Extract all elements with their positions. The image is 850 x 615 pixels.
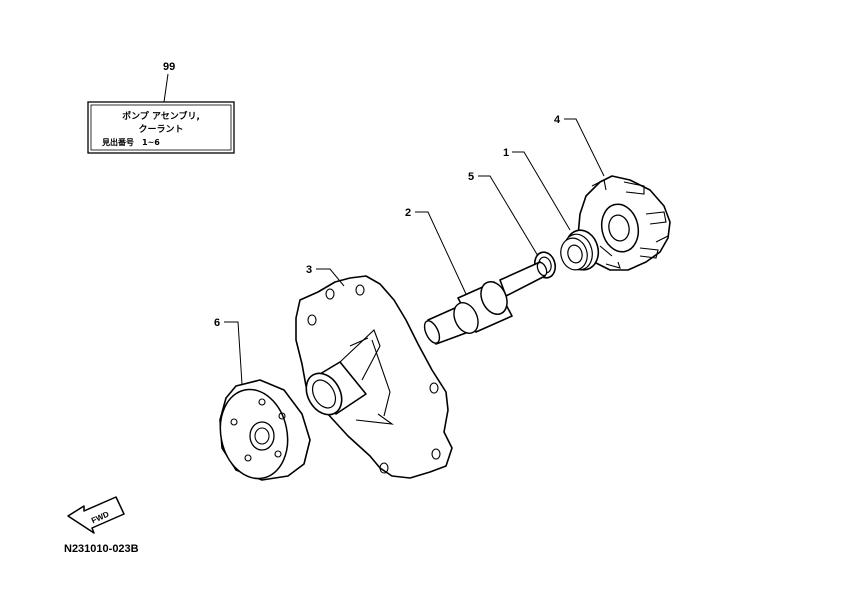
leader-line-3 (316, 268, 345, 287)
callout-5: 5 (468, 171, 474, 183)
diagram-code: N231010-023B (64, 543, 139, 555)
impeller-part-4 (577, 175, 671, 271)
callout-99: 99 (163, 61, 175, 73)
seal-part-1 (560, 229, 600, 271)
housing-part-6 (219, 379, 311, 481)
callout-2: 2 (405, 207, 411, 219)
callout-4: 4 (554, 114, 561, 126)
kit-box-line2: クーラント (138, 124, 183, 135)
fwd-arrow-icon: FWD (67, 496, 125, 534)
callout-6: 6 (214, 317, 220, 329)
kit-label-box: ポンプ アセンブリ, クーラント 見出番号 1~6 (87, 101, 235, 154)
kit-box-line3: 見出番号 1~6 (101, 137, 160, 147)
leader-line-4 (564, 118, 605, 177)
leader-line-2 (415, 211, 467, 295)
shaft-part-2 (423, 261, 548, 345)
kit-box-line1: ポンプ アセンブリ, (122, 110, 200, 122)
leader-line-99 (163, 73, 169, 103)
housing-cover-part-3 (295, 275, 453, 479)
callout-3: 3 (306, 264, 312, 276)
callout-1: 1 (503, 147, 509, 159)
leader-line-5 (478, 175, 539, 257)
leader-line-1 (512, 151, 571, 231)
leader-line-6 (224, 321, 243, 385)
